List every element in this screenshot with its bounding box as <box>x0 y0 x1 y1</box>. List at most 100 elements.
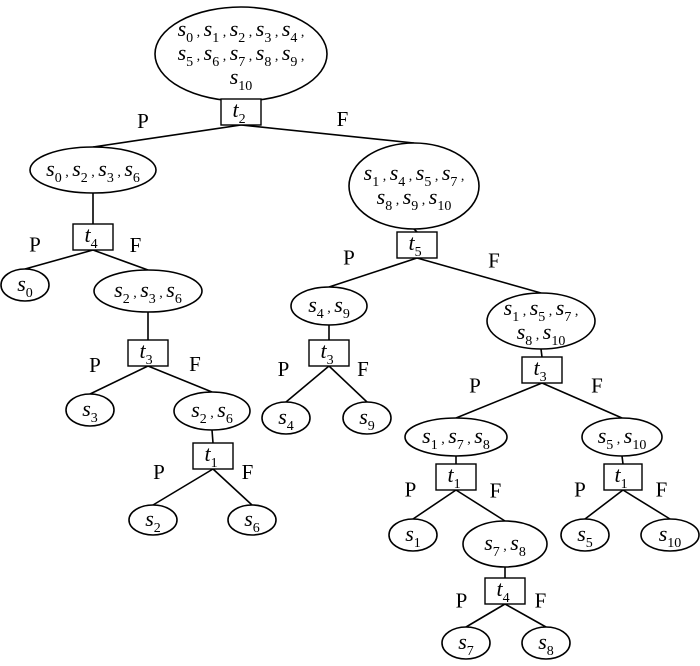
state-subscript: 8 <box>519 545 526 560</box>
state-set-ellipse <box>404 417 508 457</box>
state-set-ellipse <box>0 268 50 302</box>
state-var: s <box>659 521 668 546</box>
state-set-node: s1 , s5 , s7 , s8 , s10 <box>486 292 596 350</box>
state-set-ellipse <box>227 504 277 536</box>
state-set-node: s5 , s10 <box>581 417 663 457</box>
test-box <box>72 223 114 251</box>
state-subscript: 0 <box>186 31 193 46</box>
fail-branch-label: F <box>591 374 603 398</box>
state-var: s <box>145 506 154 531</box>
state-var: s <box>256 16 265 41</box>
state-subscript: 2 <box>81 171 88 186</box>
state-var: s <box>178 40 187 65</box>
state-var: s <box>517 319 526 344</box>
pass-branch-label: P <box>405 478 417 502</box>
state-var: s <box>422 423 431 448</box>
state-set-ellipse <box>521 626 571 660</box>
state-set-line: s1 , s5 , s7 , <box>504 295 579 325</box>
state-set-node: s3 <box>65 393 115 427</box>
edge-A2-A21 <box>89 365 149 395</box>
state-subscript: 6 <box>175 292 182 307</box>
connector-A22-to-test <box>211 429 214 444</box>
state-var: s <box>140 277 149 302</box>
test-label: t3 <box>320 338 333 368</box>
pass-branch-label: P <box>29 233 41 257</box>
state-var: s <box>359 404 368 429</box>
state-var: s <box>504 295 513 320</box>
state-set-line: s2 , s3 , s6 <box>114 277 182 307</box>
state-var: s <box>244 506 253 531</box>
state-var: s <box>429 184 438 209</box>
state-subscript: 8 <box>264 55 271 70</box>
state-set-node: s7 <box>441 626 491 660</box>
state-subscript: 6 <box>212 55 219 70</box>
state-var: s <box>458 629 467 654</box>
state-var: s <box>474 423 483 448</box>
state-set-node: s2 , s6 <box>173 391 251 431</box>
pass-branch-label: P <box>469 374 481 398</box>
test-box <box>192 442 234 470</box>
state-subscript: 2 <box>200 412 207 427</box>
fail-branch-label: F <box>242 460 254 484</box>
state-var: s <box>278 404 287 429</box>
state-var: s <box>624 423 633 448</box>
fail-branch-label: F <box>490 479 502 503</box>
state-var: s <box>442 160 451 185</box>
state-set-ellipse <box>290 286 368 326</box>
state-set-line: s1 <box>405 521 421 551</box>
state-subscript: 10 <box>238 79 252 94</box>
state-var: s <box>448 423 457 448</box>
fail-branch-label: F <box>656 478 668 502</box>
test-node: t4 <box>484 576 526 606</box>
edge-B21-B212 <box>455 489 506 522</box>
edge-B1-B11 <box>285 365 330 403</box>
state-set-line: s0 , s1 , s2 , s3 , s4 , <box>178 16 305 46</box>
state-var: s <box>230 16 239 41</box>
state-var: s <box>377 184 386 209</box>
state-set-node: s10 <box>640 518 700 552</box>
test-node: t3 <box>521 355 563 385</box>
state-subscript: 3 <box>91 411 98 426</box>
state-set-node: s2 <box>128 504 178 536</box>
state-set-line: s6 <box>244 506 260 536</box>
state-set-line: s8 , s10 <box>517 319 566 349</box>
edge-B-B2 <box>416 257 542 294</box>
test-node: t1 <box>435 462 477 492</box>
edge-A-A2 <box>92 249 149 271</box>
state-set-ellipse <box>348 142 480 230</box>
state-subscript: 4 <box>290 31 297 46</box>
state-var: s <box>543 319 552 344</box>
state-set-ellipse <box>486 292 596 350</box>
state-set-line: s0 , s2 , s3 , s6 <box>46 156 140 186</box>
edge-B1-B12 <box>328 365 368 403</box>
state-var: s <box>256 40 265 65</box>
state-var: s <box>72 156 81 181</box>
test-box <box>521 356 563 384</box>
state-set-ellipse <box>581 417 663 457</box>
fail-branch-label: F <box>357 357 369 381</box>
state-set-line: s4 <box>278 404 294 434</box>
state-subscript: 3 <box>264 31 271 46</box>
edge-A-A1 <box>24 249 94 270</box>
state-subscript: 8 <box>483 438 490 453</box>
state-set-ellipse <box>93 269 203 313</box>
state-subscript: 7 <box>450 175 457 190</box>
state-set-node: s6 <box>227 504 277 536</box>
state-subscript: 10 <box>551 334 565 349</box>
state-subscript: 7 <box>238 55 245 70</box>
state-var: s <box>17 271 26 296</box>
state-subscript: 5 <box>606 438 613 453</box>
state-subscript: 7 <box>467 644 474 659</box>
state-set-line: s8 , s9 , s10 <box>377 184 452 214</box>
state-subscript: 2 <box>238 31 245 46</box>
pass-branch-label: P <box>89 353 101 377</box>
state-var: s <box>598 423 607 448</box>
state-set-node: s9 <box>342 401 392 435</box>
state-set-line: s5 , s10 <box>598 423 647 453</box>
state-var: s <box>46 156 55 181</box>
state-set-line: s0 <box>17 271 33 301</box>
state-set-ellipse <box>173 391 251 431</box>
state-subscript: 7 <box>564 310 571 325</box>
state-var: s <box>82 396 91 421</box>
